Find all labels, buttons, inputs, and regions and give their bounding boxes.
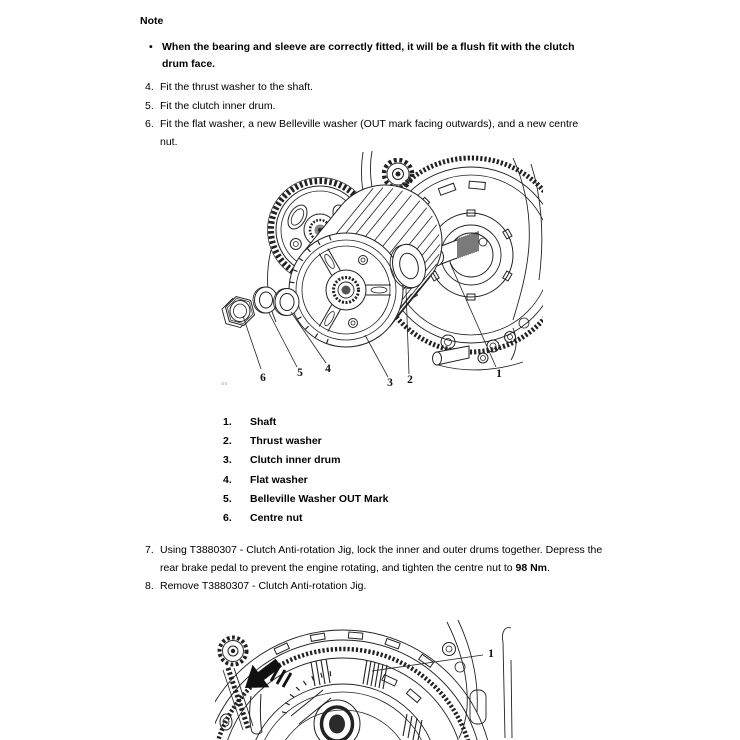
fig-top-callout-6: 6 — [260, 372, 266, 384]
step-5-number: 5. — [145, 99, 154, 112]
legend-3-number: 3. — [223, 454, 232, 467]
step-6: 6. Fit the flat washer, a new Belleville… — [145, 116, 597, 151]
step-4-number: 4. — [145, 81, 154, 93]
legend-item-5: 5. Belleville Washer OUT Mark — [223, 490, 389, 509]
torque-value: 98 Nm — [515, 561, 548, 574]
legend-1-number: 1. — [223, 416, 232, 428]
step-7-number: 7. — [145, 544, 154, 556]
fig-top-callout-5: 5 — [297, 367, 303, 379]
legend-3-label: Clutch inner drum — [250, 454, 341, 467]
step-8: 8. Remove T3880307 - Clutch Anti-rotatio… — [145, 578, 603, 596]
step-8-number: 8. — [145, 580, 154, 592]
step-7-text: Using T3880307 - Clutch Anti-rotation Ji… — [160, 544, 603, 574]
fig-bottom-callout-1: 1 — [488, 648, 494, 660]
fig-top-callout-1: 1 — [496, 368, 502, 380]
legend-item-6: 6. Centre nut — [223, 509, 389, 528]
step-8-text: Remove T3880307 - Clutch Anti-rotation J… — [160, 580, 367, 592]
legend-item-4: 4. Flat washer — [223, 471, 389, 490]
step-4-text: Fit the thrust washer to the shaft. — [160, 81, 313, 93]
legend-2-number: 2. — [223, 435, 232, 448]
figure-clutch-exploded: 1 2 3 4 5 6 cht — [213, 150, 543, 396]
legend-5-label: Belleville Washer OUT Mark — [250, 492, 389, 505]
procedure-steps-4-6: 4. Fit the thrust washer to the shaft. 5… — [145, 79, 597, 152]
legend-5-number: 5. — [223, 492, 232, 505]
step-6-number: 6. — [145, 118, 154, 130]
step-7: 7. Using T3880307 - Clutch Anti-rotation… — [145, 542, 603, 577]
note-bullet-item: • When the bearing and sleeve are correc… — [149, 39, 596, 73]
fig-top-callout-4: 4 — [325, 363, 331, 375]
legend-item-2: 2. Thrust washer — [223, 432, 389, 451]
legend-item-1: 1. Shaft — [223, 413, 389, 432]
legend-6-label: Centre nut — [250, 512, 303, 525]
figure-legend: 1. Shaft 2. Thrust washer 3. Clutch inne… — [223, 413, 389, 528]
step-4: 4. Fit the thrust washer to the shaft. — [145, 79, 597, 97]
procedure-steps-7-8: 7. Using T3880307 - Clutch Anti-rotation… — [145, 542, 603, 597]
note-heading: Note — [140, 15, 164, 27]
legend-2-label: Thrust washer — [250, 435, 322, 448]
figure-code: cht — [221, 381, 228, 386]
legend-4-number: 4. — [223, 473, 232, 486]
legend-4-label: Flat washer — [250, 473, 308, 486]
fig-top-callout-2: 2 — [407, 374, 413, 386]
step-6-text: Fit the flat washer, a new Belleville wa… — [160, 118, 579, 148]
note-bullet-text: When the bearing and sleeve are correctl… — [162, 41, 575, 70]
legend-6-number: 6. — [223, 512, 232, 525]
step-5-text: Fit the clutch inner drum. — [160, 99, 276, 112]
step-5: 5. Fit the clutch inner drum. — [145, 98, 597, 116]
legend-1-label: Shaft — [250, 416, 277, 428]
bullet-dot-icon: • — [149, 41, 153, 53]
fig-top-callout-3: 3 — [387, 377, 393, 389]
figure-clutch-anti-rotation-jig: 1 — [215, 618, 517, 740]
legend-item-3: 3. Clutch inner drum — [223, 451, 389, 470]
